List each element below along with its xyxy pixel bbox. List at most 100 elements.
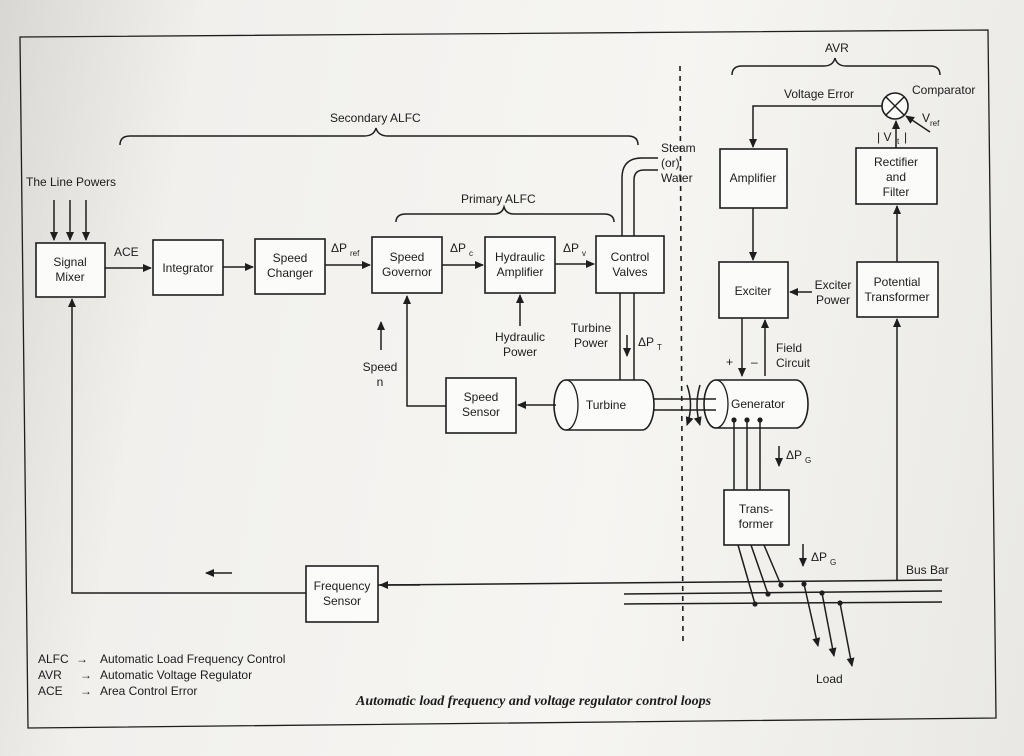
comparator-symbol (881, 92, 909, 120)
svg-text:t: t (897, 137, 900, 146)
control-valves-block: Control Valves (595, 235, 665, 294)
control-valves-line2: Valves (612, 265, 647, 279)
frequency-feedback-line (68, 298, 306, 594)
speed-sensor-line1: Speed (464, 390, 499, 404)
svg-text:ΔP: ΔP (638, 335, 654, 349)
signal-mixer-line2: Mixer (55, 270, 84, 284)
delta-p-g-label-lower: ΔP G (811, 550, 836, 567)
svg-text:Automatic Load Frequency Contr: Automatic Load Frequency Control (100, 652, 285, 666)
speed-governor-line2: Governor (382, 265, 432, 279)
svg-text:→: → (80, 668, 92, 682)
svg-text:T: T (657, 343, 662, 352)
vt-label: | V t | (877, 130, 907, 146)
svg-text:Power: Power (816, 293, 850, 307)
svg-text:ref: ref (350, 249, 360, 258)
hydraulic-amplifier-line1: Hydraulic (495, 250, 545, 264)
vref-arrow (905, 115, 931, 133)
potential-transformer-block: Potential Transformer (856, 261, 939, 318)
integrator-block: Integrator (152, 239, 224, 296)
svg-text:→: → (80, 684, 92, 698)
ace-label: ACE (114, 245, 139, 259)
delta-p-c-label: ΔP c (450, 241, 473, 258)
exciter-power-label: Exciter Power (815, 278, 852, 307)
generator-label: Generator (731, 397, 785, 411)
svg-text:V: V (922, 111, 930, 125)
avr-label: AVR (825, 41, 849, 55)
speed-changer-block: Speed Changer (254, 238, 326, 295)
frequency-sensor-line2: Sensor (323, 594, 361, 608)
primary-alfc-label: Primary ALFC (461, 192, 536, 206)
svg-text:n: n (377, 375, 384, 389)
svg-text:(or): (or) (661, 156, 680, 170)
svg-text:c: c (469, 249, 473, 258)
rectifier-line3: Filter (883, 185, 910, 199)
svg-text:Power: Power (503, 345, 537, 359)
rectifier-filter-block: Rectifier and Filter (855, 147, 938, 205)
comparator-label: Comparator (912, 83, 975, 97)
secondary-alfc-label: Secondary ALFC (330, 111, 421, 125)
frequency-sensor-line1: Frequency (314, 579, 371, 593)
bus-bar-label: Bus Bar (906, 563, 949, 577)
svg-text:Speed: Speed (363, 360, 398, 374)
hydraulic-amplifier-block: Hydraulic Amplifier (484, 236, 556, 294)
control-valves-line1: Control (611, 250, 650, 264)
svg-text:G: G (830, 558, 836, 567)
speed-sensor-line2: Sensor (462, 405, 500, 419)
alfc-avr-divider (679, 65, 684, 643)
transformer-line1: Trans- (739, 502, 773, 516)
svg-text:G: G (805, 456, 811, 465)
legend-row: ACE → Area Control Error (38, 684, 197, 698)
speed-sensor-to-governor-arrow (403, 295, 446, 407)
line-powers-label: The Line Powers (26, 175, 116, 189)
legend-row: AVR → Automatic Voltage Regulator (38, 668, 252, 682)
steam-pipe-inner (633, 169, 658, 236)
field-circuit-label: Field Circuit (776, 341, 811, 370)
turbine-cylinder: Turbine (553, 379, 655, 431)
svg-text:ref: ref (930, 119, 940, 128)
rectifier-line1: Rectifier (874, 155, 918, 169)
svg-text:ΔP: ΔP (786, 448, 802, 462)
v-ref-label: V ref (922, 111, 940, 128)
svg-text:Steam: Steam (661, 141, 696, 155)
svg-text:→: → (76, 652, 88, 666)
bus-bar-line-2 (623, 590, 943, 595)
rectifier-line2: and (886, 170, 906, 184)
rotation-arrow-1 (685, 384, 694, 426)
svg-text:Power: Power (574, 336, 608, 350)
primary-alfc-brace (395, 204, 615, 223)
transformer-line2: former (739, 517, 774, 531)
exciter-block: Exciter (718, 261, 789, 319)
voltage-error-label: Voltage Error (784, 87, 854, 101)
svg-text:ACE: ACE (38, 684, 63, 698)
svg-text:Automatic Voltage Regulator: Automatic Voltage Regulator (100, 668, 252, 682)
transformer-block: Trans- former (723, 489, 790, 546)
speed-sensor-block: Speed Sensor (445, 377, 517, 434)
rotation-arrow-2 (693, 384, 702, 426)
signal-mixer-line1: Signal (53, 255, 86, 269)
delta-p-t-label: ΔP T (638, 335, 662, 352)
generator-output-lines (731, 417, 763, 490)
svg-text:ΔP: ΔP (811, 550, 827, 564)
secondary-alfc-brace (119, 127, 639, 146)
svg-text:Turbine: Turbine (571, 321, 612, 335)
signal-mixer-block: Signal Mixer (35, 242, 106, 298)
potential-transformer-line1: Potential (874, 275, 921, 289)
integrator-label: Integrator (162, 261, 213, 275)
load-lines (801, 581, 855, 667)
speed-changer-line1: Speed (273, 251, 308, 265)
amplifier-label: Amplifier (730, 171, 777, 185)
legend: ALFC → Automatic Load Frequency Control … (38, 652, 285, 698)
voltage-error-arrow (749, 105, 882, 148)
svg-text:Field: Field (776, 341, 802, 355)
avr-brace (731, 57, 941, 76)
plus-sign: + (726, 355, 733, 369)
svg-text:|: | (904, 130, 907, 144)
svg-text:Water: Water (661, 171, 693, 185)
svg-text:Area Control Error: Area Control Error (100, 684, 197, 698)
potential-transformer-line2: Transformer (865, 290, 930, 304)
svg-text:ΔP: ΔP (563, 241, 579, 255)
delta-p-g-label-upper: ΔP G (786, 448, 811, 465)
load-label: Load (816, 672, 843, 686)
diagram-caption: Automatic load frequency and voltage reg… (355, 694, 712, 709)
